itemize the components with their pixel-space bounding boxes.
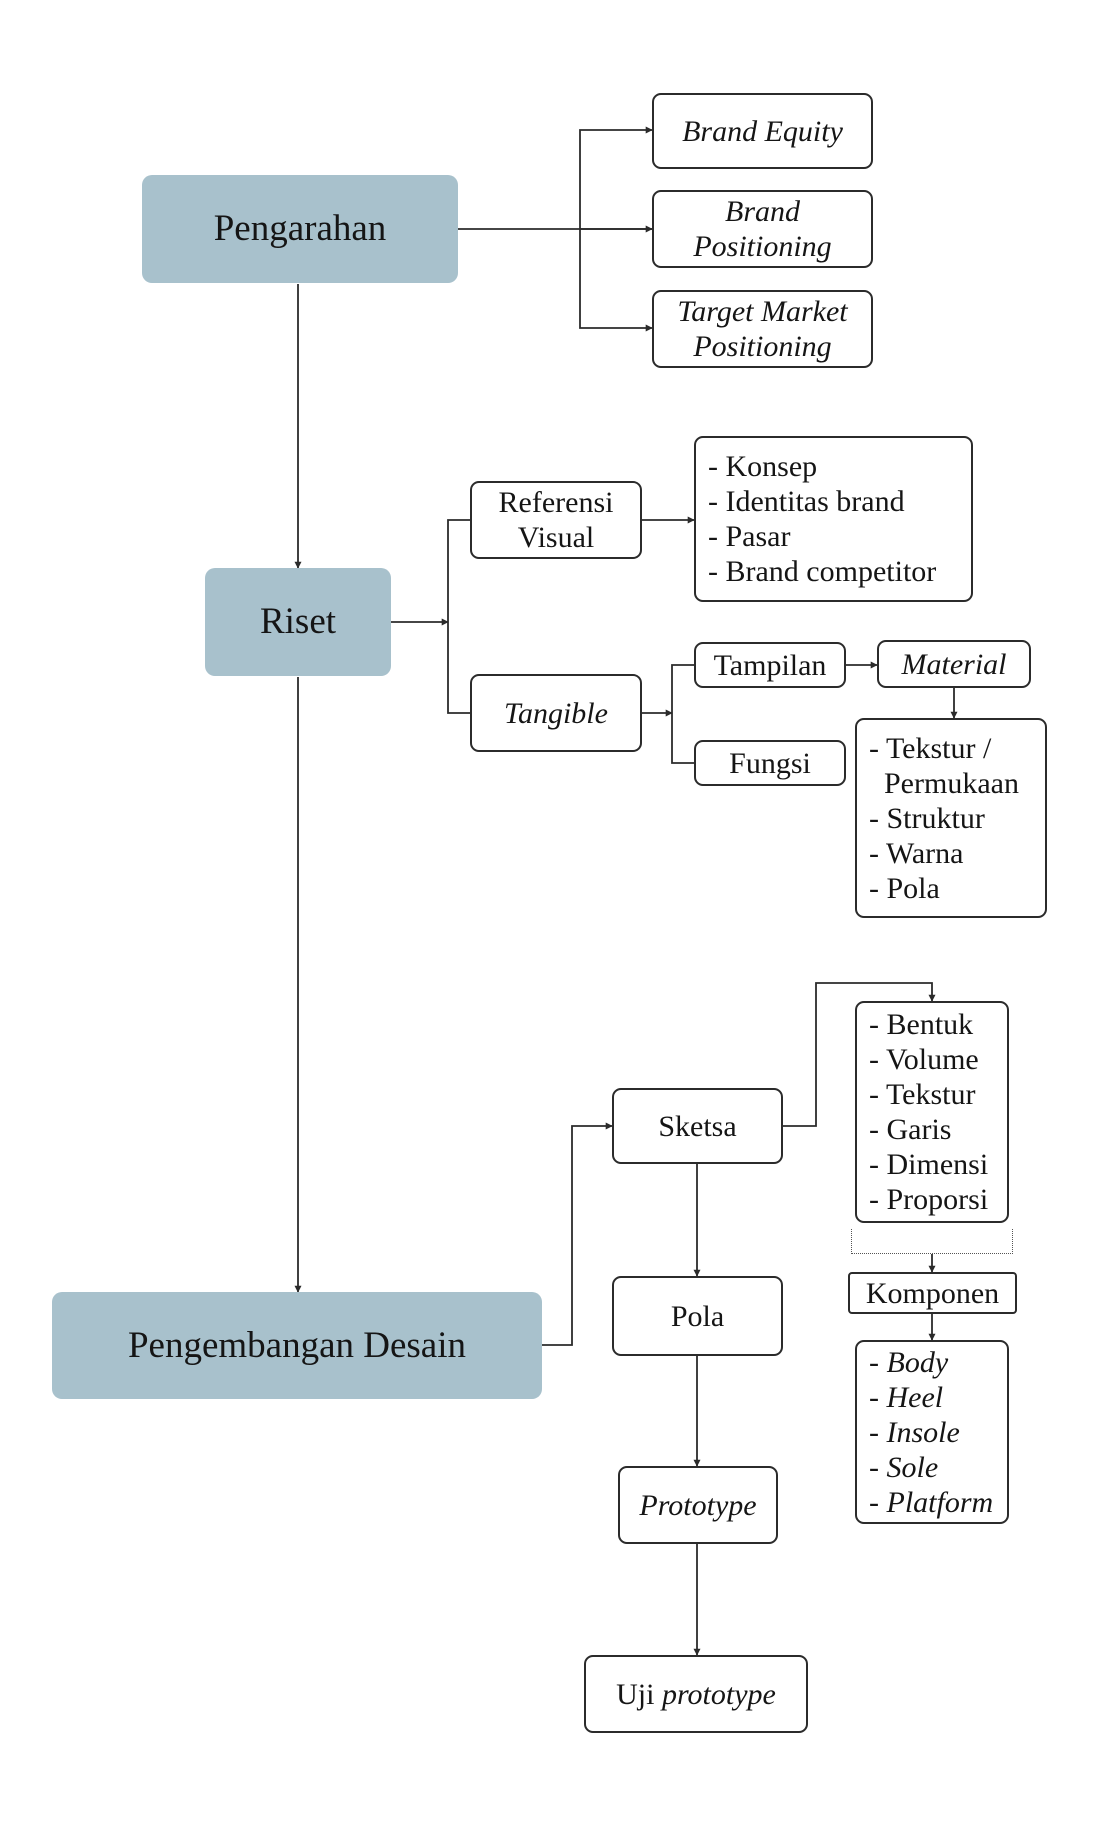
connector-tangible-upper xyxy=(671,664,694,713)
referensi-item: - Konsep xyxy=(708,450,818,483)
step-riset: Riset xyxy=(205,568,391,676)
connector-sketsa-list xyxy=(783,982,936,1127)
material-item: - Tekstur / xyxy=(869,731,992,765)
uji-prefix-label: Uji xyxy=(616,1678,655,1711)
connector-tangible-lower xyxy=(671,713,694,764)
target-market-line-1: Target Market xyxy=(677,295,848,328)
material-label: Material xyxy=(901,647,1007,681)
referensi-item: - Pasar xyxy=(708,520,791,553)
referensi-visual-line-1: Referensi xyxy=(498,486,614,519)
box-fungsi: Fungsi xyxy=(694,740,846,786)
connector-riset-lower xyxy=(447,622,470,714)
uji-italic-label: prototype xyxy=(661,1678,776,1711)
referensi-item: - Identitas brand xyxy=(708,485,905,518)
step-pengarahan-label: Pengarahan xyxy=(213,208,387,249)
fungsi-label: Fungsi xyxy=(729,746,811,780)
box-tampilan: Tampilan xyxy=(694,642,846,688)
sketsa-item: - Bentuk xyxy=(869,1008,974,1041)
box-komponen: Komponen xyxy=(848,1272,1017,1314)
sketsa-item: - Volume xyxy=(869,1043,979,1076)
prototype-label: Prototype xyxy=(639,1488,757,1522)
material-item: - Pola xyxy=(869,871,940,905)
komponen-item: - Insole xyxy=(869,1415,960,1449)
komponen-item: - Body xyxy=(869,1345,949,1379)
tangible-label: Tangible xyxy=(504,696,608,730)
sketsa-item: - Garis xyxy=(869,1113,952,1146)
brand-positioning-line-2: Positioning xyxy=(693,230,832,263)
sketsa-item: - Proporsi xyxy=(869,1183,989,1216)
step-pengarahan: Pengarahan xyxy=(142,175,458,283)
pola-label: Pola xyxy=(670,1299,725,1333)
tampilan-label: Tampilan xyxy=(713,648,827,682)
box-material-items: - Tekstur / Permukaan - Struktur - Warna… xyxy=(855,718,1047,918)
referensi-item: - Brand competitor xyxy=(708,555,937,588)
box-brand-equity: Brand Equity xyxy=(652,93,873,169)
box-tangible: Tangible xyxy=(470,674,642,752)
step-riset-label: Riset xyxy=(259,601,337,642)
box-pola: Pola xyxy=(612,1276,783,1356)
material-item: Permukaan xyxy=(869,766,1019,800)
box-sketsa-items: - Bentuk - Volume - Tekstur - Garis - Di… xyxy=(855,1001,1009,1223)
komponen-item: - Platform xyxy=(869,1485,994,1519)
connector-target-market xyxy=(579,229,653,332)
komponen-item: - Sole xyxy=(869,1450,939,1484)
sketsa-label: Sketsa xyxy=(658,1109,737,1143)
komponen-label: Komponen xyxy=(865,1276,1000,1310)
komponen-item: - Heel xyxy=(869,1380,944,1414)
box-brand-positioning: Brand Positioning xyxy=(652,190,873,268)
connector-pengembangan-sketsa xyxy=(542,1122,613,1346)
box-material: Material xyxy=(877,640,1031,688)
box-target-market-positioning: Target Market Positioning xyxy=(652,290,873,368)
step-pengembangan-label: Pengembangan Desain xyxy=(127,1324,467,1366)
box-uji-prototype: Uji prototype xyxy=(584,1655,808,1733)
sketsa-item: - Tekstur xyxy=(869,1078,976,1111)
box-referensi-visual: Referensi Visual xyxy=(470,481,642,559)
connector-brand-equity xyxy=(579,126,653,229)
brand-positioning-line-1: Brand xyxy=(725,195,800,228)
dotted-bracket xyxy=(851,1229,1013,1254)
material-item: - Struktur xyxy=(869,801,985,835)
target-market-line-2: Positioning xyxy=(693,330,832,363)
box-sketsa: Sketsa xyxy=(612,1088,783,1164)
box-komponen-items: - Body - Heel - Insole - Sole - Platform xyxy=(855,1340,1009,1524)
sketsa-item: - Dimensi xyxy=(869,1148,989,1181)
brand-equity-label: Brand Equity xyxy=(682,114,843,148)
step-pengembangan-desain: Pengembangan Desain xyxy=(52,1292,542,1399)
box-referensi-items: - Konsep - Identitas brand - Pasar - Bra… xyxy=(694,436,973,602)
box-prototype: Prototype xyxy=(618,1466,778,1544)
material-item: - Warna xyxy=(869,836,964,870)
connector-riset-upper xyxy=(447,519,470,622)
referensi-visual-line-2: Visual xyxy=(517,521,595,554)
